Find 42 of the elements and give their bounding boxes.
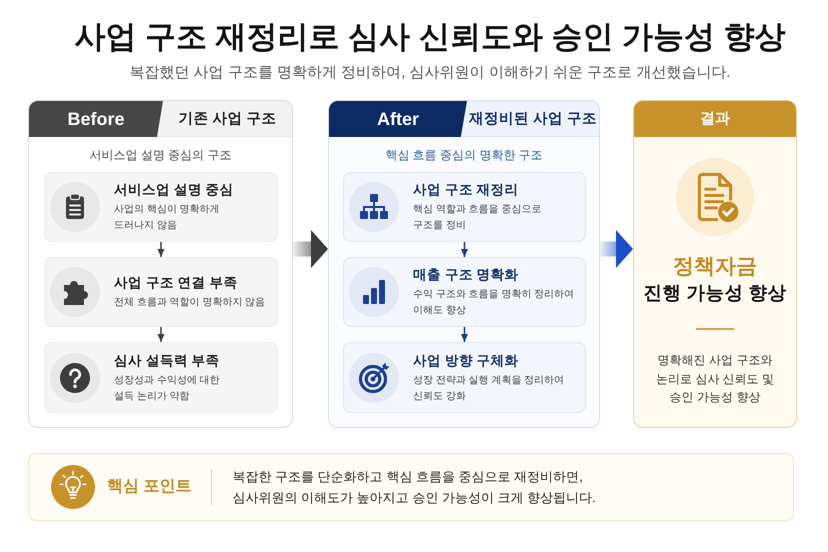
card-description: 핵심 역할과 흐름을 중심으로 구조를 정비 [413, 203, 542, 233]
card-description: 성장성과 수익성에 대한 설득 논리가 약함 [114, 374, 221, 404]
header-bar: 결과 [634, 101, 796, 137]
panel-subtitle: 핵심 흐름 중심의 명확한 구조 [385, 147, 543, 164]
card-description: 사업의 핵심이 명확하게 드러나지 않음 [114, 203, 221, 233]
header-tab: Before [29, 101, 163, 137]
card-title: 사업 구조 재정리 [413, 181, 519, 199]
panel [28, 100, 293, 428]
panel-subtitle: 서비스업 설명 중심의 구조 [89, 147, 232, 164]
arrow [158, 327, 164, 342]
card-description: 성장 전략과 실행 계획을 정리하여 신뢰도 강화 [413, 374, 566, 404]
block-arrow [600, 230, 633, 268]
card-title: 사업 구조 연결 부족 [114, 274, 238, 292]
page-title: 사업 구조 재정리로 심사 신뢰도와 승인 가능성 향상 [74, 18, 786, 56]
card-title: 심사 설득력 부족 [114, 352, 220, 370]
page-subtitle: 복잡했던 사업 구조를 명확하게 정비하여, 심사위원이 이해하기 쉬운 구조로 개선했습니다. [130, 63, 730, 83]
card-description: 수익 구조와 흐름을 명확히 정리하여 이해도 향상 [413, 288, 576, 318]
highlight-heading: 정책자금 [673, 254, 757, 280]
step-card [343, 257, 586, 327]
card-title: 서비스업 설명 중심 [114, 181, 234, 199]
key-point-label: 핵심 포인트 [107, 477, 192, 497]
card-title: 매출 구조 명확화 [413, 266, 519, 284]
step-card [343, 342, 586, 413]
step-card [44, 257, 278, 327]
step-card [343, 172, 586, 242]
card-title: 사업 방향 구체화 [413, 352, 519, 370]
header-tab: After [329, 101, 467, 137]
result-heading: 진행 가능성 향상 [643, 281, 787, 305]
header-title: 재정비된 사업 구조 [468, 110, 598, 129]
summary-box [28, 453, 794, 521]
panel [328, 100, 600, 428]
card-description: 전체 흐름과 역할이 명확하지 않음 [114, 296, 266, 310]
step-card [44, 342, 278, 413]
key-point-text: 복잡한 구조를 단순화하고 핵심 흐름을 중심으로 재정비하면, 심사위원의 이해도가 높아지고 승인 가능성이 크게 향상됩니다. [232, 468, 597, 507]
block-arrow [293, 230, 328, 268]
arrow [461, 327, 468, 342]
step-card [44, 172, 278, 242]
arrow [461, 242, 468, 257]
header-title: 기존 사업 구조 [178, 110, 277, 129]
result-description: 명확해진 사업 구조와 논리로 심사 신뢰도 및 승인 가능성 향상 [654, 352, 775, 406]
arrow [158, 242, 164, 257]
panel [633, 100, 797, 428]
